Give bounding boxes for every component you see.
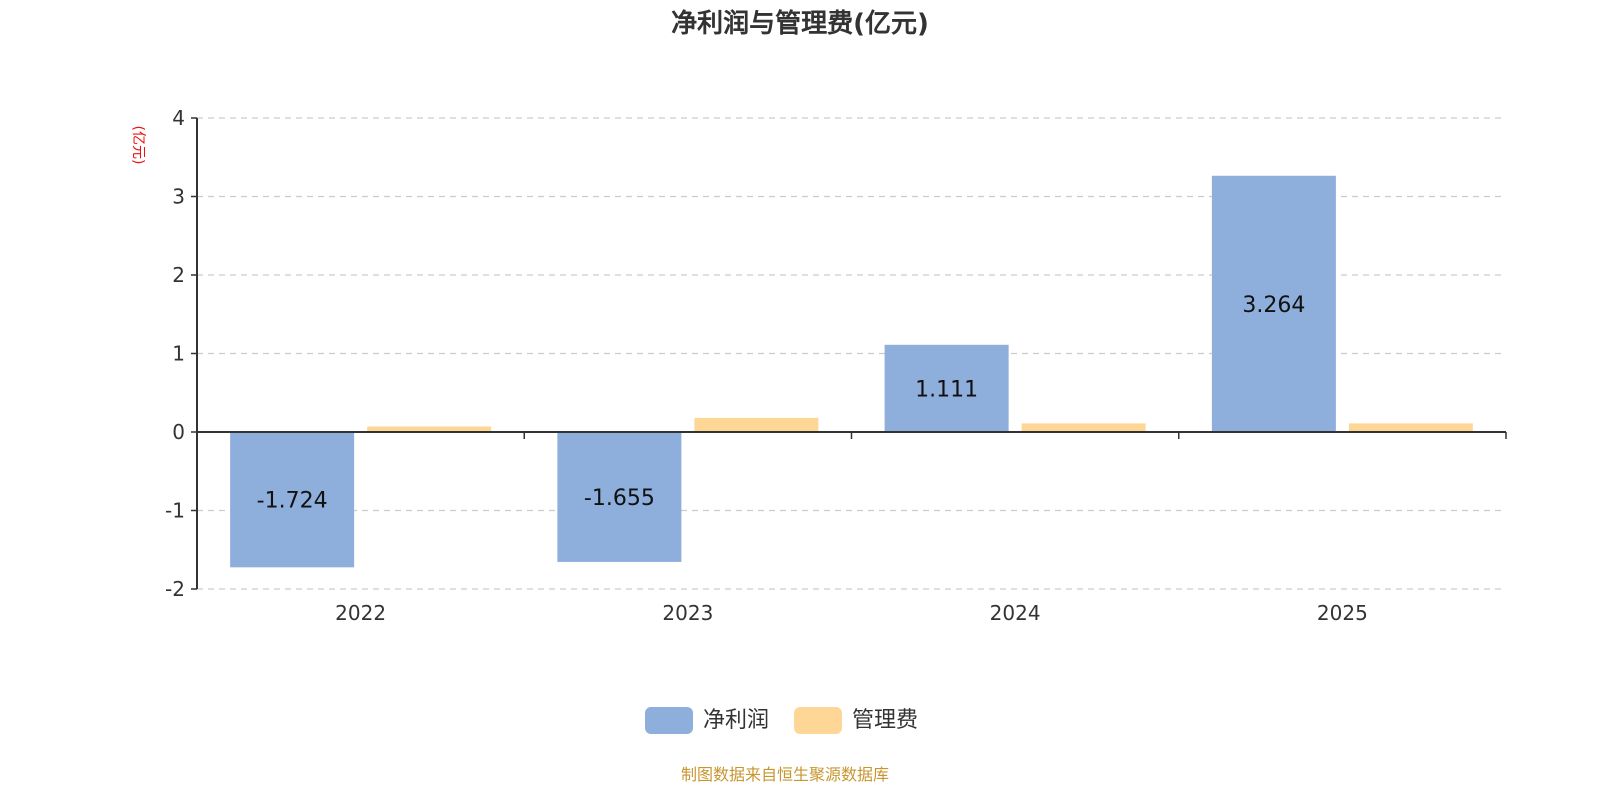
x-tick-label: 2025 [1317,601,1368,625]
chart-title: 净利润与管理费(亿元) [671,8,929,39]
bar-net-profit-2025 [1211,175,1336,432]
legend-label: 管理费 [852,708,918,733]
y-tick-label: 4 [172,106,185,130]
x-tick-label: 2023 [662,601,713,625]
y-tick-label: -1 [165,499,185,523]
legend-label: 净利润 [703,708,769,733]
bar-management-fee-2023 [694,417,819,432]
data-source-note: 制图数据来自恒生聚源数据库 [681,765,889,784]
y-tick-label: 2 [172,263,185,287]
legend-item-net-profit[interactable]: 净利润 [645,707,769,734]
bar-net-profit-2022 [230,432,355,568]
y-tick-label: 1 [172,342,185,366]
legend[interactable]: 净利润 管理费 [645,707,918,734]
bar-net-profit-2023 [557,432,682,562]
data-label: -1.724 [257,489,328,514]
data-label: 3.264 [1242,293,1305,318]
y-tick-label: 3 [172,185,185,209]
x-tick-label: 2024 [990,601,1041,625]
y-tick-label: 0 [172,420,185,444]
legend-item-management-fee[interactable]: 管理费 [794,707,918,734]
bar-management-fee-2025 [1348,423,1473,432]
data-label: 1.111 [915,377,978,402]
legend-swatch [794,707,842,734]
bar-management-fee-2022 [367,426,492,432]
x-tick-label: 2022 [335,601,386,625]
data-label: -1.655 [584,486,655,511]
bar-net-profit-2024 [884,344,1009,432]
data-labels: -1.724 -1.655 1.111 3.264 [257,293,1306,514]
y-axis-unit-label: (亿元) [130,126,146,165]
bars [230,175,1473,568]
bar-management-fee-2024 [1021,423,1146,432]
axes: -2 -1 0 1 2 3 4 2022 2023 2024 2025 [165,106,1507,625]
y-tick-label: -2 [165,577,185,601]
legend-swatch [645,707,693,734]
